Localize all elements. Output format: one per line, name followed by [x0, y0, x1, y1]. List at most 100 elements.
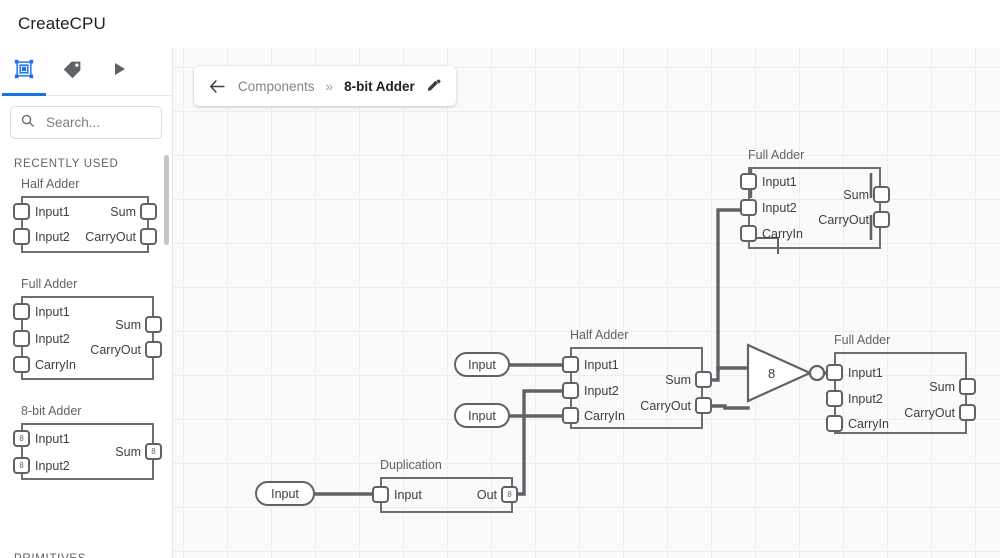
wire-halfadder-carryout-to-merger [707, 404, 750, 410]
pin-sum[interactable] [873, 186, 890, 203]
palette-item-full-adder[interactable]: Full Adder Input1 Input2 CarryIn Sum Car… [0, 277, 172, 385]
tab-run[interactable] [96, 48, 144, 95]
sidebar: RECENTLY USED Half Adder Input1 Input2 S… [0, 48, 173, 558]
breadcrumb: Components » 8-bit Adder [194, 66, 456, 106]
pin-sum[interactable] [145, 316, 162, 333]
pin-carryin[interactable] [740, 225, 757, 242]
pin-input1[interactable] [826, 364, 843, 381]
pin-label-input1: Input1 [35, 305, 70, 319]
pin-label-carryout: CarryOut [85, 230, 136, 244]
pin-label-input1: Input1 [762, 175, 797, 189]
pin-input[interactable] [372, 486, 389, 503]
breadcrumb-separator: » [325, 78, 334, 94]
pin-input2[interactable] [562, 382, 579, 399]
pin-input1[interactable] [13, 203, 30, 220]
schematic-canvas[interactable]: 8 Input Input Input Full Adder Input1 In… [173, 48, 1000, 558]
sidebar-scrollbar[interactable] [164, 155, 169, 245]
pin-input1[interactable] [13, 303, 30, 320]
node-duplication[interactable]: Duplication Input 8 Out [372, 458, 525, 528]
tab-labels[interactable] [48, 48, 96, 95]
pin-label-input2: Input2 [35, 230, 70, 244]
breadcrumb-current: 8-bit Adder [344, 78, 415, 94]
palette-item-8bit-adder[interactable]: 8-bit Adder 8 Input1 8 Input2 8 Sum [0, 404, 172, 488]
pin-input1[interactable] [562, 356, 579, 373]
pin-label-carryin: CarryIn [848, 417, 889, 431]
pin-label-input2: Input2 [762, 201, 797, 215]
arrow-left-icon[interactable] [208, 77, 227, 96]
node-half-adder[interactable]: Half Adder Input1 Input2 CarryIn Sum Car… [562, 328, 725, 438]
pin-input2[interactable] [13, 228, 30, 245]
merger-label: 8 [768, 366, 776, 381]
merger-output-node [808, 364, 826, 382]
node-title: Duplication [380, 458, 442, 472]
section-heading-primitives: PRIMITIVES [0, 534, 86, 558]
pin-carryout[interactable] [959, 404, 976, 421]
pin-label-input2: Input2 [35, 459, 70, 473]
pin-label-sum: Sum [115, 318, 141, 332]
pin-carryout[interactable] [695, 397, 712, 414]
node-title: Full Adder [834, 333, 891, 347]
pin-label-input2: Input2 [35, 332, 70, 346]
pin-label-sum: Sum [929, 380, 955, 394]
tag-icon [62, 59, 83, 85]
node-title: Full Adder [748, 148, 805, 162]
input-pill-3[interactable]: Input [255, 481, 315, 506]
pin-carryout[interactable] [873, 211, 890, 228]
pin-out[interactable]: 8 [501, 486, 518, 503]
search-container [0, 96, 172, 139]
pin-input2[interactable] [13, 330, 30, 347]
wire-layer [311, 168, 873, 496]
pin-carryin[interactable] [562, 407, 579, 424]
search-box[interactable] [10, 106, 162, 139]
pin-label-sum: Sum [115, 445, 141, 459]
title-bar: CreateCPU [0, 0, 1000, 48]
pin-label-carryout: CarryOut [818, 213, 869, 227]
play-icon [112, 61, 128, 82]
palette-item-half-adder[interactable]: Half Adder Input1 Input2 Sum CarryOut [0, 177, 172, 258]
palette-item-title: Half Adder [21, 177, 80, 191]
pin-label-sum: Sum [110, 205, 136, 219]
tab-components[interactable] [0, 48, 48, 96]
pin-carryout[interactable] [145, 341, 162, 358]
wire-halfadder-sum-to-merger [707, 366, 750, 382]
breadcrumb-parent[interactable]: Components [238, 78, 315, 94]
node-title: Half Adder [570, 328, 629, 342]
pin-label-input1: Input1 [35, 205, 70, 219]
node-full-adder-right[interactable]: Full Adder Input1 Input2 CarryIn Sum Car… [826, 333, 989, 443]
palette-item-title: Full Adder [21, 277, 78, 291]
pin-input1[interactable] [740, 173, 757, 190]
pin-label-input2: Input2 [584, 384, 619, 398]
pin-carryout[interactable] [140, 228, 157, 245]
pencil-icon[interactable] [426, 78, 442, 94]
input-pill-2[interactable]: Input [454, 403, 510, 428]
pin-carryin[interactable] [13, 356, 30, 373]
pin-sum[interactable] [695, 371, 712, 388]
input-pill-1[interactable]: Input [454, 352, 510, 377]
pin-label-carryin: CarryIn [584, 409, 625, 423]
pin-sum[interactable] [140, 203, 157, 220]
pin-sum[interactable] [959, 378, 976, 395]
pin-input2[interactable] [740, 199, 757, 216]
component-body [21, 196, 149, 253]
pin-label-input: Input [394, 488, 422, 502]
pin-input2[interactable]: 8 [13, 457, 30, 474]
pin-label-carryin: CarryIn [762, 227, 803, 241]
section-heading-recently-used: RECENTLY USED [14, 158, 119, 170]
pin-label-input2: Input2 [848, 392, 883, 406]
pin-label-sum: Sum [843, 188, 869, 202]
pin-carryin[interactable] [826, 415, 843, 432]
pin-label-sum: Sum [665, 373, 691, 387]
pin-label-carryout: CarryOut [640, 399, 691, 413]
pin-input2[interactable] [826, 390, 843, 407]
pin-label-carryin: CarryIn [35, 358, 76, 372]
components-icon [13, 58, 35, 85]
search-input[interactable] [44, 114, 152, 131]
pin-input1[interactable]: 8 [13, 430, 30, 447]
pin-label-carryout: CarryOut [90, 343, 141, 357]
merger-triangle [746, 343, 813, 403]
pin-sum[interactable]: 8 [145, 443, 162, 460]
node-full-adder-top[interactable]: Full Adder Input1 Input2 CarryIn Sum Car… [740, 148, 903, 258]
pin-label-input1: Input1 [848, 366, 883, 380]
search-icon [20, 113, 35, 133]
